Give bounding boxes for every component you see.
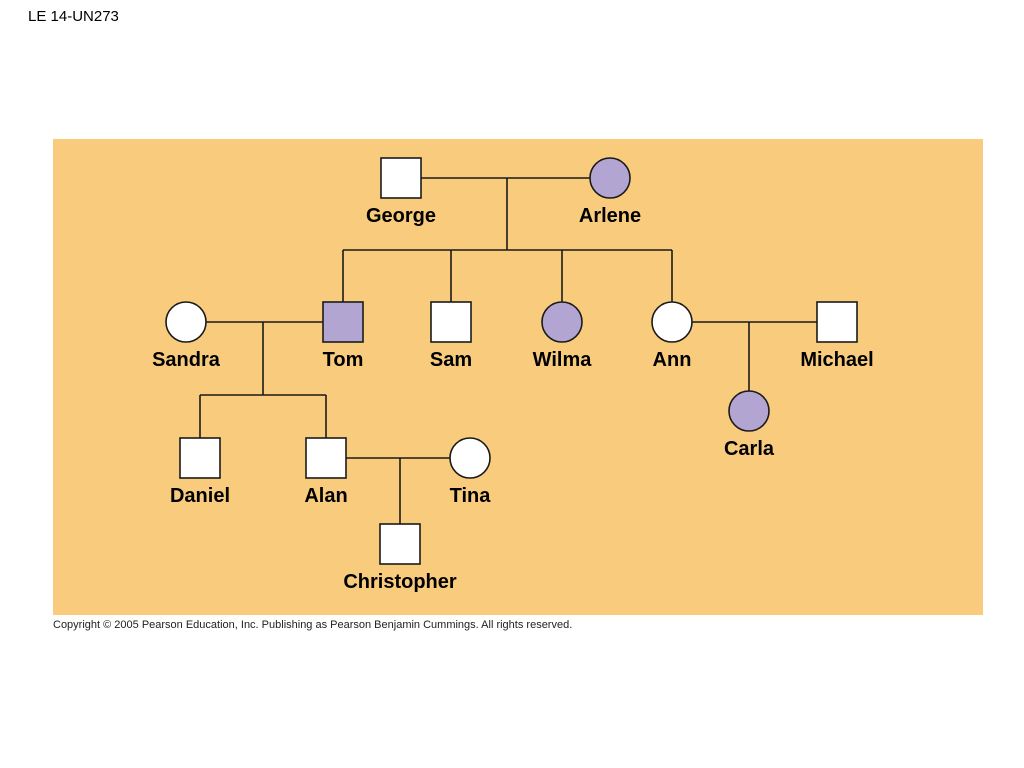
name-label-tom: Tom xyxy=(323,349,364,371)
name-label-ann: Ann xyxy=(653,349,692,371)
male-square-sam xyxy=(430,301,472,343)
name-label-sandra: Sandra xyxy=(152,349,221,371)
female-circle-sandra xyxy=(165,301,207,343)
male-square-michael xyxy=(816,301,858,343)
female-circle-ann xyxy=(651,301,693,343)
name-label-carla: Carla xyxy=(724,438,775,460)
name-label-christopher: Christopher xyxy=(343,571,457,593)
name-label-wilma: Wilma xyxy=(533,349,593,371)
name-label-arlene: Arlene xyxy=(579,205,641,227)
female-circle-wilma xyxy=(541,301,583,343)
female-circle-carla xyxy=(728,390,770,432)
pedigree-symbols xyxy=(165,157,858,565)
male-square-george xyxy=(380,157,422,199)
name-label-daniel: Daniel xyxy=(170,485,230,507)
pedigree-lines xyxy=(199,177,817,524)
name-label-tina: Tina xyxy=(450,485,492,507)
male-square-alan xyxy=(305,437,347,479)
name-label-alan: Alan xyxy=(304,485,347,507)
name-label-george: George xyxy=(366,205,436,227)
name-label-sam: Sam xyxy=(430,349,472,371)
male-square-christopher xyxy=(379,523,421,565)
copyright-notice: Copyright © 2005 Pearson Education, Inc.… xyxy=(53,619,573,631)
male-square-daniel xyxy=(179,437,221,479)
female-circle-tina xyxy=(449,437,491,479)
name-label-michael: Michael xyxy=(800,349,873,371)
male-square-tom xyxy=(322,301,364,343)
pedigree-background xyxy=(53,139,983,615)
slide-title: LE 14-UN273 xyxy=(28,8,119,25)
female-circle-arlene xyxy=(589,157,631,199)
